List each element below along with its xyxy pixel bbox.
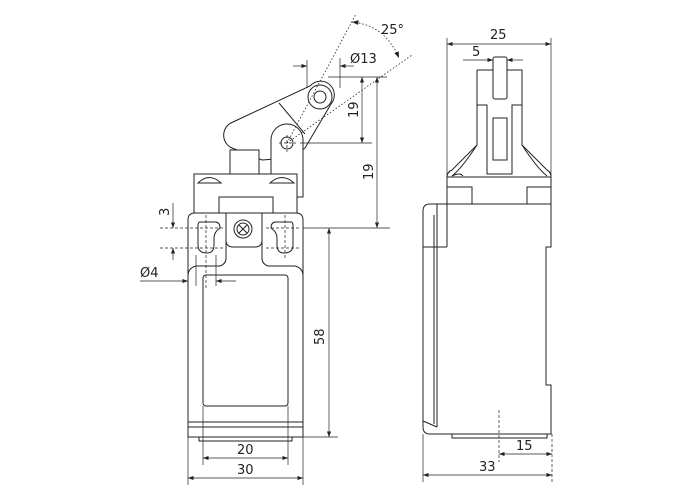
dim-roller-diameter: Ø13 (350, 52, 377, 67)
side-view (422, 56, 552, 439)
dim-slot-pitch: 3 (158, 208, 173, 216)
mount-slot (197, 221, 221, 254)
side-dimensions: 25 5 15 33 (422, 28, 553, 482)
screw-icon (233, 219, 253, 239)
label-window (202, 274, 289, 407)
dim-hole-diameter: Ø4 (140, 266, 159, 281)
plunger-tab (492, 56, 508, 100)
screw-icon (268, 177, 296, 184)
lever-arm (223, 80, 335, 161)
dim-depth: 33 (479, 460, 496, 475)
dim-offset: 15 (516, 439, 533, 454)
dim-head-width: 25 (490, 28, 507, 43)
dim-mount-spacing: 20 (237, 443, 254, 458)
dim-plunger-width: 5 (472, 45, 480, 60)
mount-slot (270, 221, 294, 254)
head-block (193, 173, 298, 214)
side-body (422, 203, 552, 435)
dim-lever-height: 19 (347, 101, 362, 118)
dim-width: 30 (237, 463, 254, 478)
dim-pivot-height: 19 (362, 163, 377, 180)
plunger (229, 149, 260, 175)
roller-axle (313, 90, 327, 104)
dim-mount-height: 58 (313, 328, 328, 345)
head-shroud (446, 69, 552, 204)
front-dimensions: 25° Ø13 19 19 3 Ø4 58 20 30 (140, 23, 404, 485)
screw-icon (196, 177, 223, 184)
dim-angle: 25° (381, 23, 404, 38)
front-view (160, 13, 413, 442)
roller (307, 84, 333, 110)
